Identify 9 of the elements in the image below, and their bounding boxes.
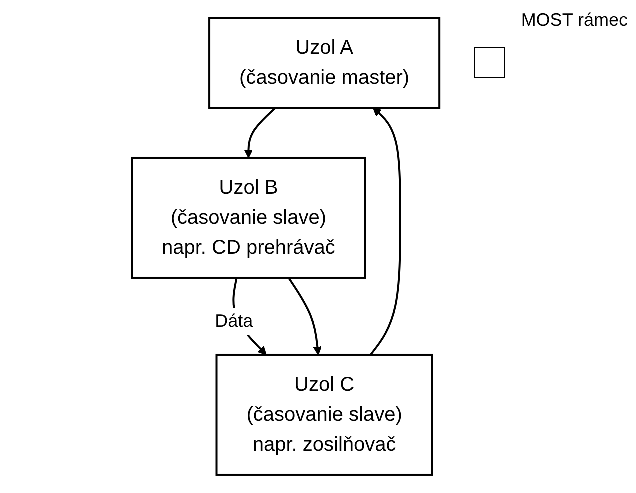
- arrow: [370, 108, 402, 356]
- arrow: [244, 107, 276, 158]
- arrow: [288, 277, 322, 356]
- node-box: Uzol C (časovanie slave) napr. zosilňovač: [215, 354, 434, 476]
- node-box: Uzol A (časovanie master): [208, 17, 440, 109]
- node-box: [474, 48, 505, 78]
- node-box: Uzol B (časovanie slave) napr. CD prehrávač: [130, 157, 366, 279]
- frame-caption: MOST rámec: [521, 10, 628, 31]
- edge-label: Dáta: [214, 311, 253, 332]
